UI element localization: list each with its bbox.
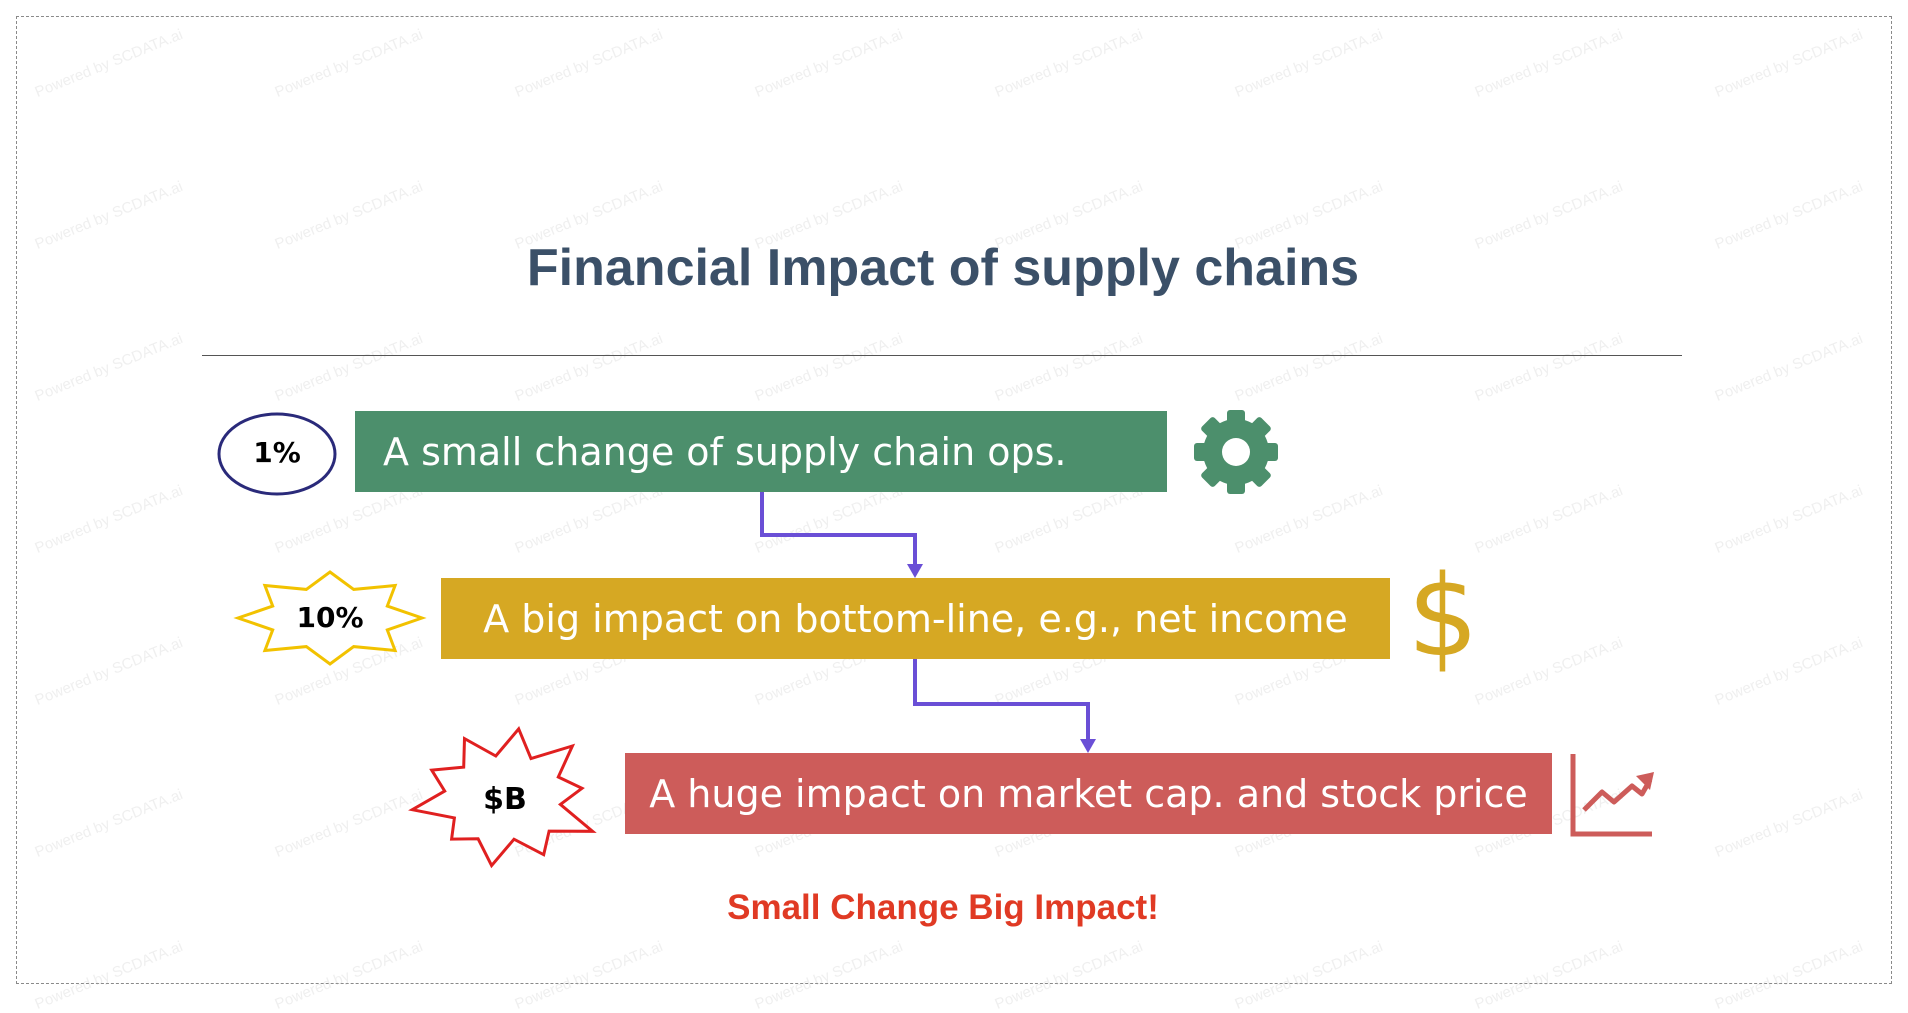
step-1-bar: A small change of supply chain ops. bbox=[355, 411, 1167, 492]
connector-arrow-2 bbox=[913, 659, 1090, 741]
gear-icon bbox=[1194, 410, 1278, 494]
badge-3-burst bbox=[408, 726, 597, 869]
step-3-bar: A huge impact on market cap. and stock p… bbox=[625, 753, 1552, 834]
step-2-label: A big impact on bottom-line, e.g., net i… bbox=[483, 596, 1348, 641]
badge-1-ellipse bbox=[217, 412, 337, 496]
badge-2-star bbox=[233, 570, 427, 666]
connector-arrowhead-1 bbox=[907, 564, 923, 578]
slide-border bbox=[16, 16, 1892, 984]
badge-3-text: $B bbox=[483, 782, 527, 817]
connector-arrowhead-2 bbox=[1080, 739, 1096, 753]
trending-up-chart-icon bbox=[1570, 754, 1654, 837]
badge-1-text: 1% bbox=[253, 436, 301, 469]
step-1-label: A small change of supply chain ops. bbox=[383, 429, 1067, 474]
step-2-bar: A big impact on bottom-line, e.g., net i… bbox=[441, 578, 1390, 659]
title-divider bbox=[202, 355, 1682, 356]
badge-2-text: 10% bbox=[296, 601, 364, 634]
connector-arrow-1 bbox=[760, 492, 917, 566]
dollar-icon: $ bbox=[1407, 552, 1478, 682]
step-3-label: A huge impact on market cap. and stock p… bbox=[649, 771, 1528, 816]
slide-title: Financial Impact of supply chains bbox=[526, 239, 1360, 297]
tagline: Small Change Big Impact! bbox=[727, 888, 1159, 927]
